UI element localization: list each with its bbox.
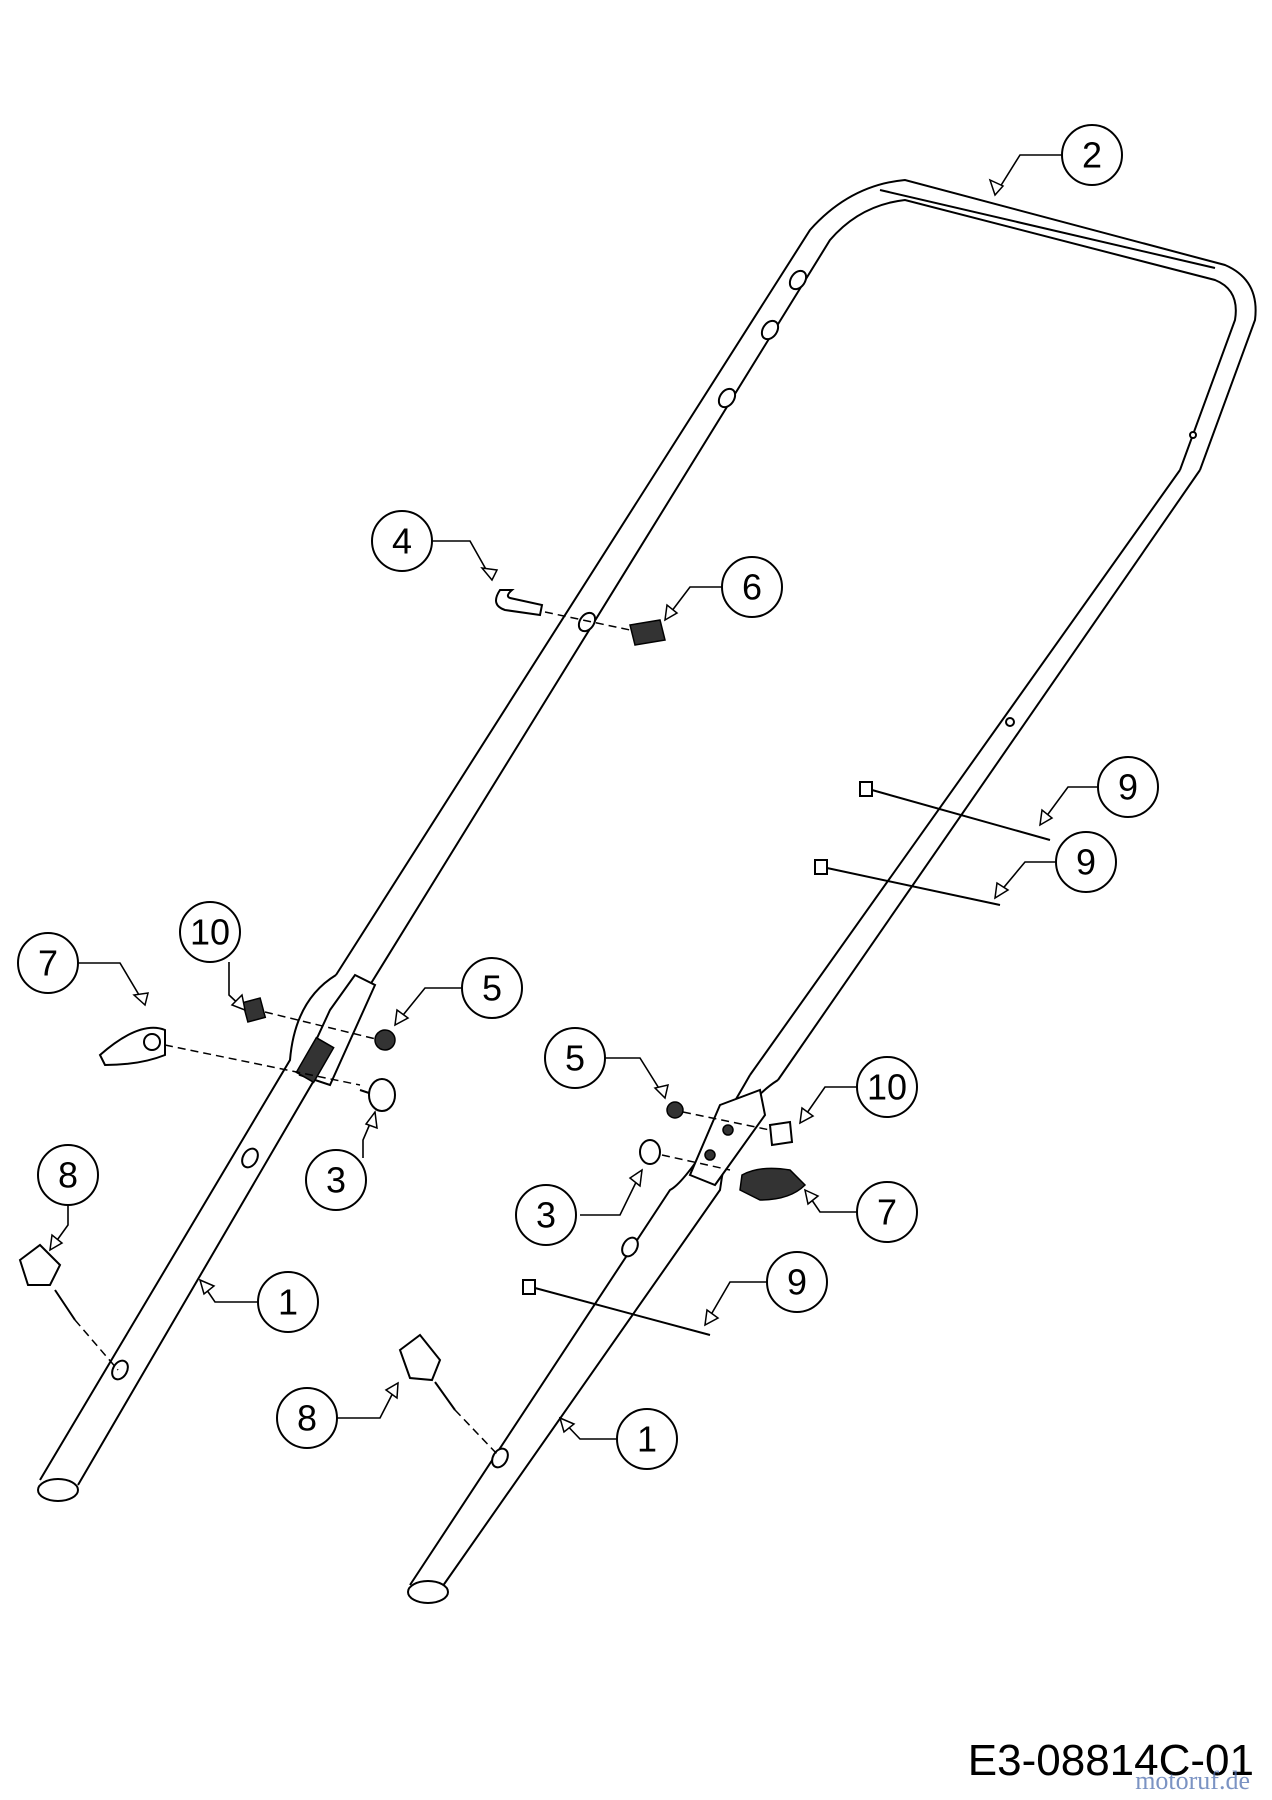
part-5-nut-right: [666, 1101, 771, 1131]
callout-4: 4: [371, 510, 433, 572]
callout-8-right: 8: [276, 1387, 338, 1449]
callout-9-middle: 9: [1055, 831, 1117, 893]
callout-6: 6: [721, 556, 783, 618]
callout-1-right: 1: [616, 1408, 678, 1470]
part-8-knob-right: [398, 1333, 499, 1456]
svg-text:10: 10: [190, 912, 230, 953]
callout-10-left: 10: [179, 901, 241, 963]
svg-text:5: 5: [482, 968, 502, 1009]
leader-lines: [49, 154, 1098, 1440]
part-9-cable-tie-upper: [859, 781, 1051, 841]
part-9-cable-tie-lower: [522, 1279, 711, 1336]
svg-text:9: 9: [1076, 842, 1096, 883]
part-9-cable-tie-middle: [814, 859, 1001, 906]
callout-5-right: 5: [544, 1027, 606, 1089]
part-3-carriage-bolt-left: [359, 1078, 396, 1112]
callout-8-left: 8: [37, 1144, 99, 1206]
svg-text:3: 3: [536, 1195, 556, 1236]
svg-text:8: 8: [297, 1398, 317, 1439]
svg-text:8: 8: [58, 1155, 78, 1196]
svg-text:6: 6: [742, 567, 762, 608]
svg-text:2: 2: [1082, 135, 1102, 176]
part-4-cable-guide: [495, 589, 631, 631]
callout-7-right: 7: [856, 1181, 918, 1243]
callout-9-upper: 9: [1097, 756, 1159, 818]
callout-10-right: 10: [856, 1056, 918, 1118]
part-7-knob-left: [98, 1026, 361, 1086]
callout-1-left: 1: [257, 1271, 319, 1333]
svg-text:7: 7: [877, 1192, 897, 1233]
part-7-knob-right: [739, 1167, 807, 1201]
part-3-carriage-bolt-right: [639, 1139, 731, 1171]
watermark-logo: motoruf.de: [1135, 1766, 1250, 1795]
callout-2: 2: [1061, 124, 1123, 186]
part-8-knob-left: [18, 1243, 119, 1371]
lower-handle-left: [37, 973, 377, 1502]
upper-handle: [335, 178, 1257, 1081]
callout-7-left: 7: [17, 932, 79, 994]
callout-3-left: 3: [305, 1149, 367, 1211]
drawing-number: E3-08814C-01: [967, 1736, 1254, 1785]
callout-5-left: 5: [461, 957, 523, 1019]
svg-text:5: 5: [565, 1038, 585, 1079]
callout-9-lower: 9: [766, 1251, 828, 1313]
callout-3-right: 3: [515, 1184, 577, 1246]
lower-handle-right: [407, 1074, 779, 1604]
part-5-nut-left: [374, 1029, 396, 1051]
svg-text:10: 10: [867, 1067, 907, 1108]
svg-text:7: 7: [38, 943, 58, 984]
part-10-bolt-left: [241, 997, 381, 1041]
svg-text:1: 1: [637, 1419, 657, 1460]
svg-text:3: 3: [326, 1160, 346, 1201]
part-6-clip: [629, 619, 666, 646]
svg-text:9: 9: [787, 1262, 807, 1303]
svg-text:9: 9: [1118, 767, 1138, 808]
svg-text:4: 4: [392, 521, 412, 562]
part-10-bolt-right: [768, 1120, 794, 1147]
svg-text:1: 1: [278, 1282, 298, 1323]
